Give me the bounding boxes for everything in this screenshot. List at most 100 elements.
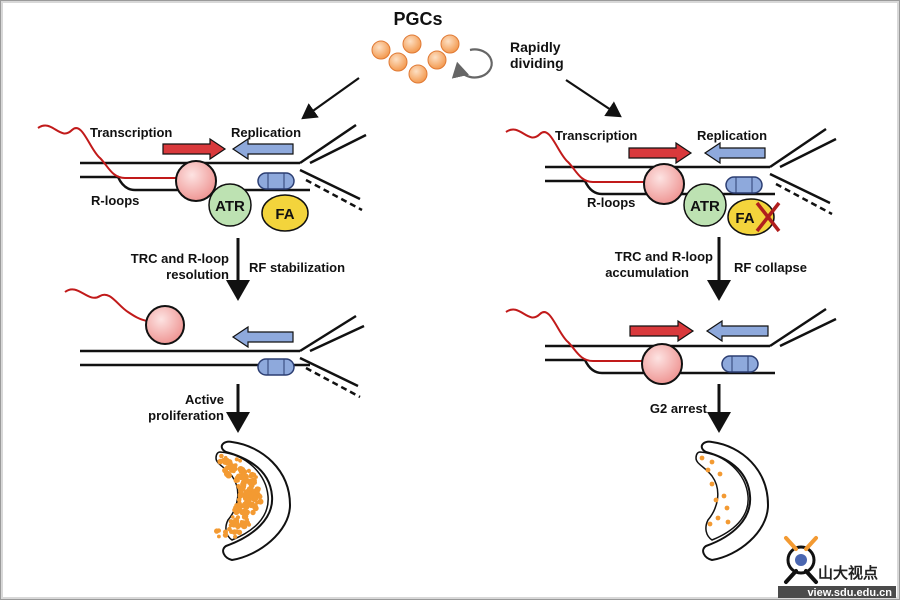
left-outcome-line1: Active — [185, 392, 224, 407]
rna-transcript — [505, 128, 655, 183]
pgc-cell — [427, 50, 447, 70]
dividing-label: dividing — [510, 55, 564, 71]
fork-arm — [299, 123, 357, 165]
fork-arm — [779, 137, 837, 169]
left-step1-line2: resolution — [166, 267, 229, 282]
pgc-dot — [245, 497, 252, 504]
pgc-cell — [371, 40, 391, 60]
left-branch: Transcription Replication R-loops ATR FA… — [37, 123, 367, 562]
fork-arm — [769, 172, 831, 205]
rna-polymerase — [641, 343, 683, 385]
pgc-dot — [234, 475, 239, 480]
pgc-dot — [233, 509, 240, 516]
fa-protein — [261, 194, 309, 232]
watermark-url: view.sdu.edu.cn — [807, 587, 892, 599]
pgc-dot — [219, 453, 224, 459]
fork-arm — [299, 356, 359, 388]
left-rloops-label: R-loops — [91, 193, 139, 208]
branch-arrow-left — [301, 77, 360, 120]
pgc-dot — [707, 521, 713, 527]
helicase — [721, 355, 759, 373]
right-step1-line2: accumulation — [605, 265, 689, 280]
pgc-dot — [229, 467, 235, 473]
pgc-dot — [230, 515, 235, 519]
pgc-dot — [715, 515, 721, 521]
fork-arm — [769, 307, 827, 348]
logo-leg — [804, 569, 818, 584]
pgc-dot — [246, 491, 251, 496]
right-replication-label: Replication — [697, 128, 767, 143]
pgc-dot — [248, 482, 255, 489]
pgc-dot — [242, 494, 247, 499]
transcription-arrow-icon — [629, 319, 695, 343]
right-rloops-label: R-loops — [587, 195, 635, 210]
pgc-cluster — [371, 34, 460, 84]
right-transcription-label: Transcription — [555, 128, 637, 143]
pgc-dot — [222, 458, 227, 463]
logo-core — [795, 554, 807, 566]
atr-protein — [208, 183, 252, 227]
branch-arrow-right — [565, 79, 622, 118]
logo-ray — [784, 536, 798, 551]
pgc-sparse-cluster — [699, 455, 731, 527]
rna-polymerase-released — [145, 305, 185, 345]
pgc-cell — [402, 34, 422, 54]
pgc-dot — [226, 459, 233, 465]
helicase — [257, 358, 295, 376]
right-fa-label: FA — [735, 210, 754, 227]
pgc-dot — [252, 505, 259, 512]
helicase — [725, 176, 763, 194]
fork-arm-dashed — [305, 178, 363, 212]
fork-arm — [299, 314, 357, 353]
pgc-dot — [236, 530, 241, 535]
pgc-dot — [217, 534, 221, 539]
watermark: 山大视点 view.sdu.edu.cn — [778, 536, 896, 599]
pgc-dot — [236, 484, 241, 488]
rna-transcript — [505, 308, 655, 362]
fork-arm — [779, 317, 837, 348]
fork-arm — [309, 324, 365, 353]
replication-arrow-icon — [231, 137, 294, 161]
pgc-dot — [242, 501, 249, 508]
replication-arrow-icon — [703, 141, 766, 165]
cross-stroke — [755, 201, 781, 233]
pgc-dot — [251, 491, 256, 496]
pgc-dot — [214, 528, 220, 534]
pgc-dot — [724, 505, 730, 511]
rna-transcript — [37, 124, 188, 179]
pgc-dot — [233, 463, 238, 468]
pgc-dot — [257, 498, 264, 505]
replication-arrow-icon — [231, 325, 294, 349]
pgc-dot — [240, 482, 245, 486]
transcription-arrow-icon — [162, 137, 227, 161]
pgc-dot — [250, 509, 256, 516]
rapidly-label: Rapidly — [510, 39, 561, 55]
sdu-logo-icon — [784, 536, 818, 584]
pgc-dot — [222, 532, 229, 538]
left-transcription-label: Transcription — [90, 125, 172, 140]
pgc-dot — [705, 467, 711, 473]
fork-arm — [299, 168, 361, 201]
pgc-dot — [245, 517, 249, 522]
rna-polymerase — [175, 160, 217, 202]
inactivated-cross-icon — [755, 201, 781, 233]
pgc-dot — [250, 477, 257, 484]
pgc-dot — [233, 534, 238, 539]
pgc-dot — [240, 471, 245, 476]
right-step1-right: RF collapse — [734, 260, 807, 275]
left-atr-label: ATR — [215, 198, 245, 215]
logo-ray — [804, 536, 818, 551]
pgc-dense-cluster — [214, 453, 264, 539]
pgc-dot — [725, 519, 731, 525]
fork-arm — [769, 127, 827, 169]
pgc-cell — [440, 34, 460, 54]
replication-arrow-icon — [705, 319, 769, 343]
pgc-dot — [233, 505, 239, 511]
right-outcome-label: G2 arrest — [650, 401, 708, 416]
right-atr-label: ATR — [690, 198, 720, 215]
rna-polymerase — [643, 163, 685, 205]
pgc-dot — [248, 494, 253, 499]
pgc-dot — [234, 457, 239, 462]
